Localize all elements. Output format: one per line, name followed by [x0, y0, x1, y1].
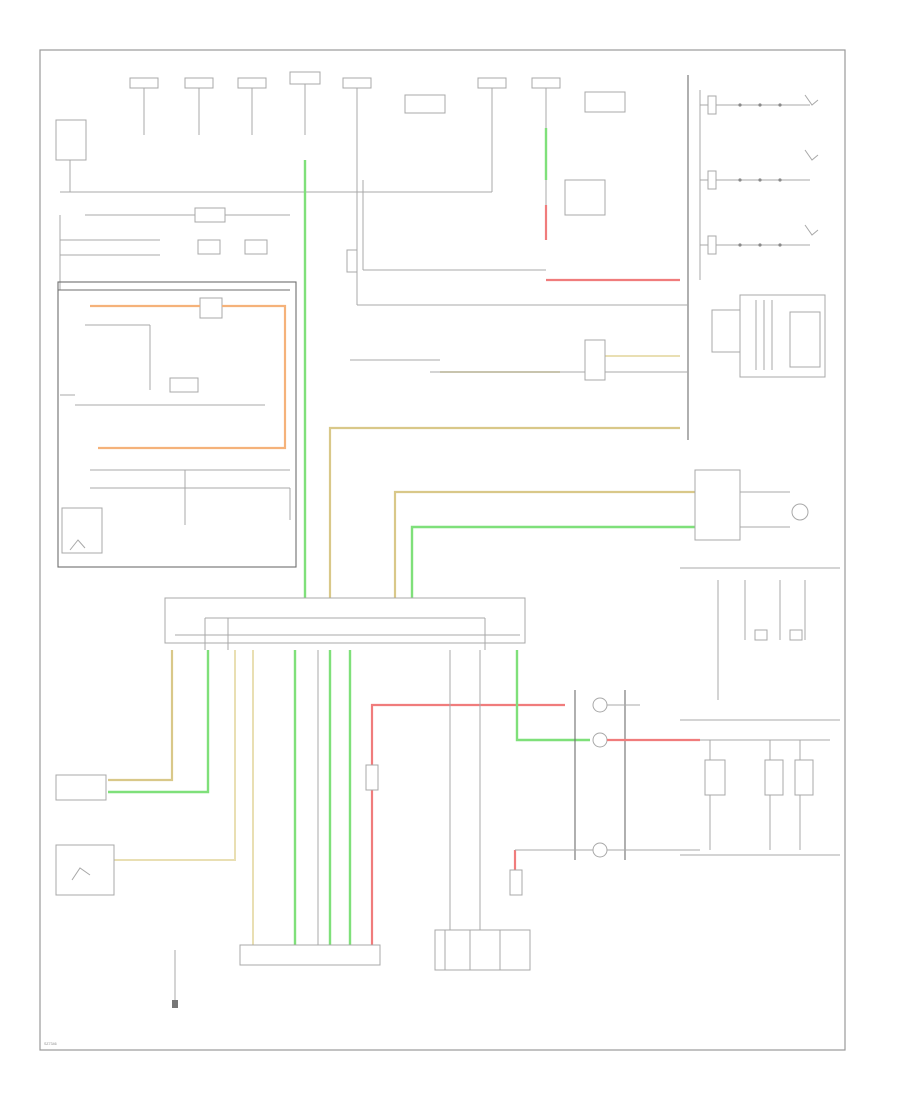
switch-module-internals — [58, 289, 291, 554]
switch-row-2 — [700, 149, 819, 190]
inline-fuse-1 — [365, 764, 379, 791]
fuse-6 — [404, 94, 446, 114]
steering-switch-upper — [680, 567, 840, 700]
steering-switch-lower — [680, 719, 840, 856]
lower-connectors — [239, 929, 531, 971]
fuse-4 — [289, 71, 321, 135]
fuse-9 — [584, 91, 626, 113]
orange-wire-loop — [90, 304, 287, 450]
fuse-7 — [477, 77, 507, 140]
cream-wire-center — [350, 339, 688, 381]
fuse-2 — [184, 77, 214, 135]
meter-connector — [694, 469, 809, 541]
green-wire-meter — [410, 525, 700, 600]
cancel-switch — [55, 774, 107, 801]
tan-wire-meter — [393, 490, 700, 600]
ecu-output-wires — [108, 650, 590, 950]
cream-wire-mid — [440, 355, 680, 373]
diagram-frame — [39, 49, 846, 1051]
red-wire-top — [544, 205, 680, 282]
ground-symbol — [172, 950, 178, 1008]
stop-lamp-switch — [55, 844, 115, 896]
fuse-1 — [129, 77, 159, 135]
top-fuse-row — [129, 71, 626, 140]
diagram-code: SZ7346 — [44, 1042, 57, 1046]
fuse-5 — [342, 77, 372, 135]
ecu-unit — [164, 597, 526, 650]
switch-row-1 — [700, 94, 819, 115]
left-switch-assembly — [55, 119, 268, 290]
switch-row-3 — [700, 224, 819, 255]
spiral-cable — [509, 690, 700, 896]
illumination-switches — [687, 75, 826, 440]
tan-wire-top — [328, 426, 680, 600]
switch-module-box — [57, 281, 297, 568]
upper-harness — [85, 135, 688, 306]
fuse-3 — [237, 77, 267, 135]
